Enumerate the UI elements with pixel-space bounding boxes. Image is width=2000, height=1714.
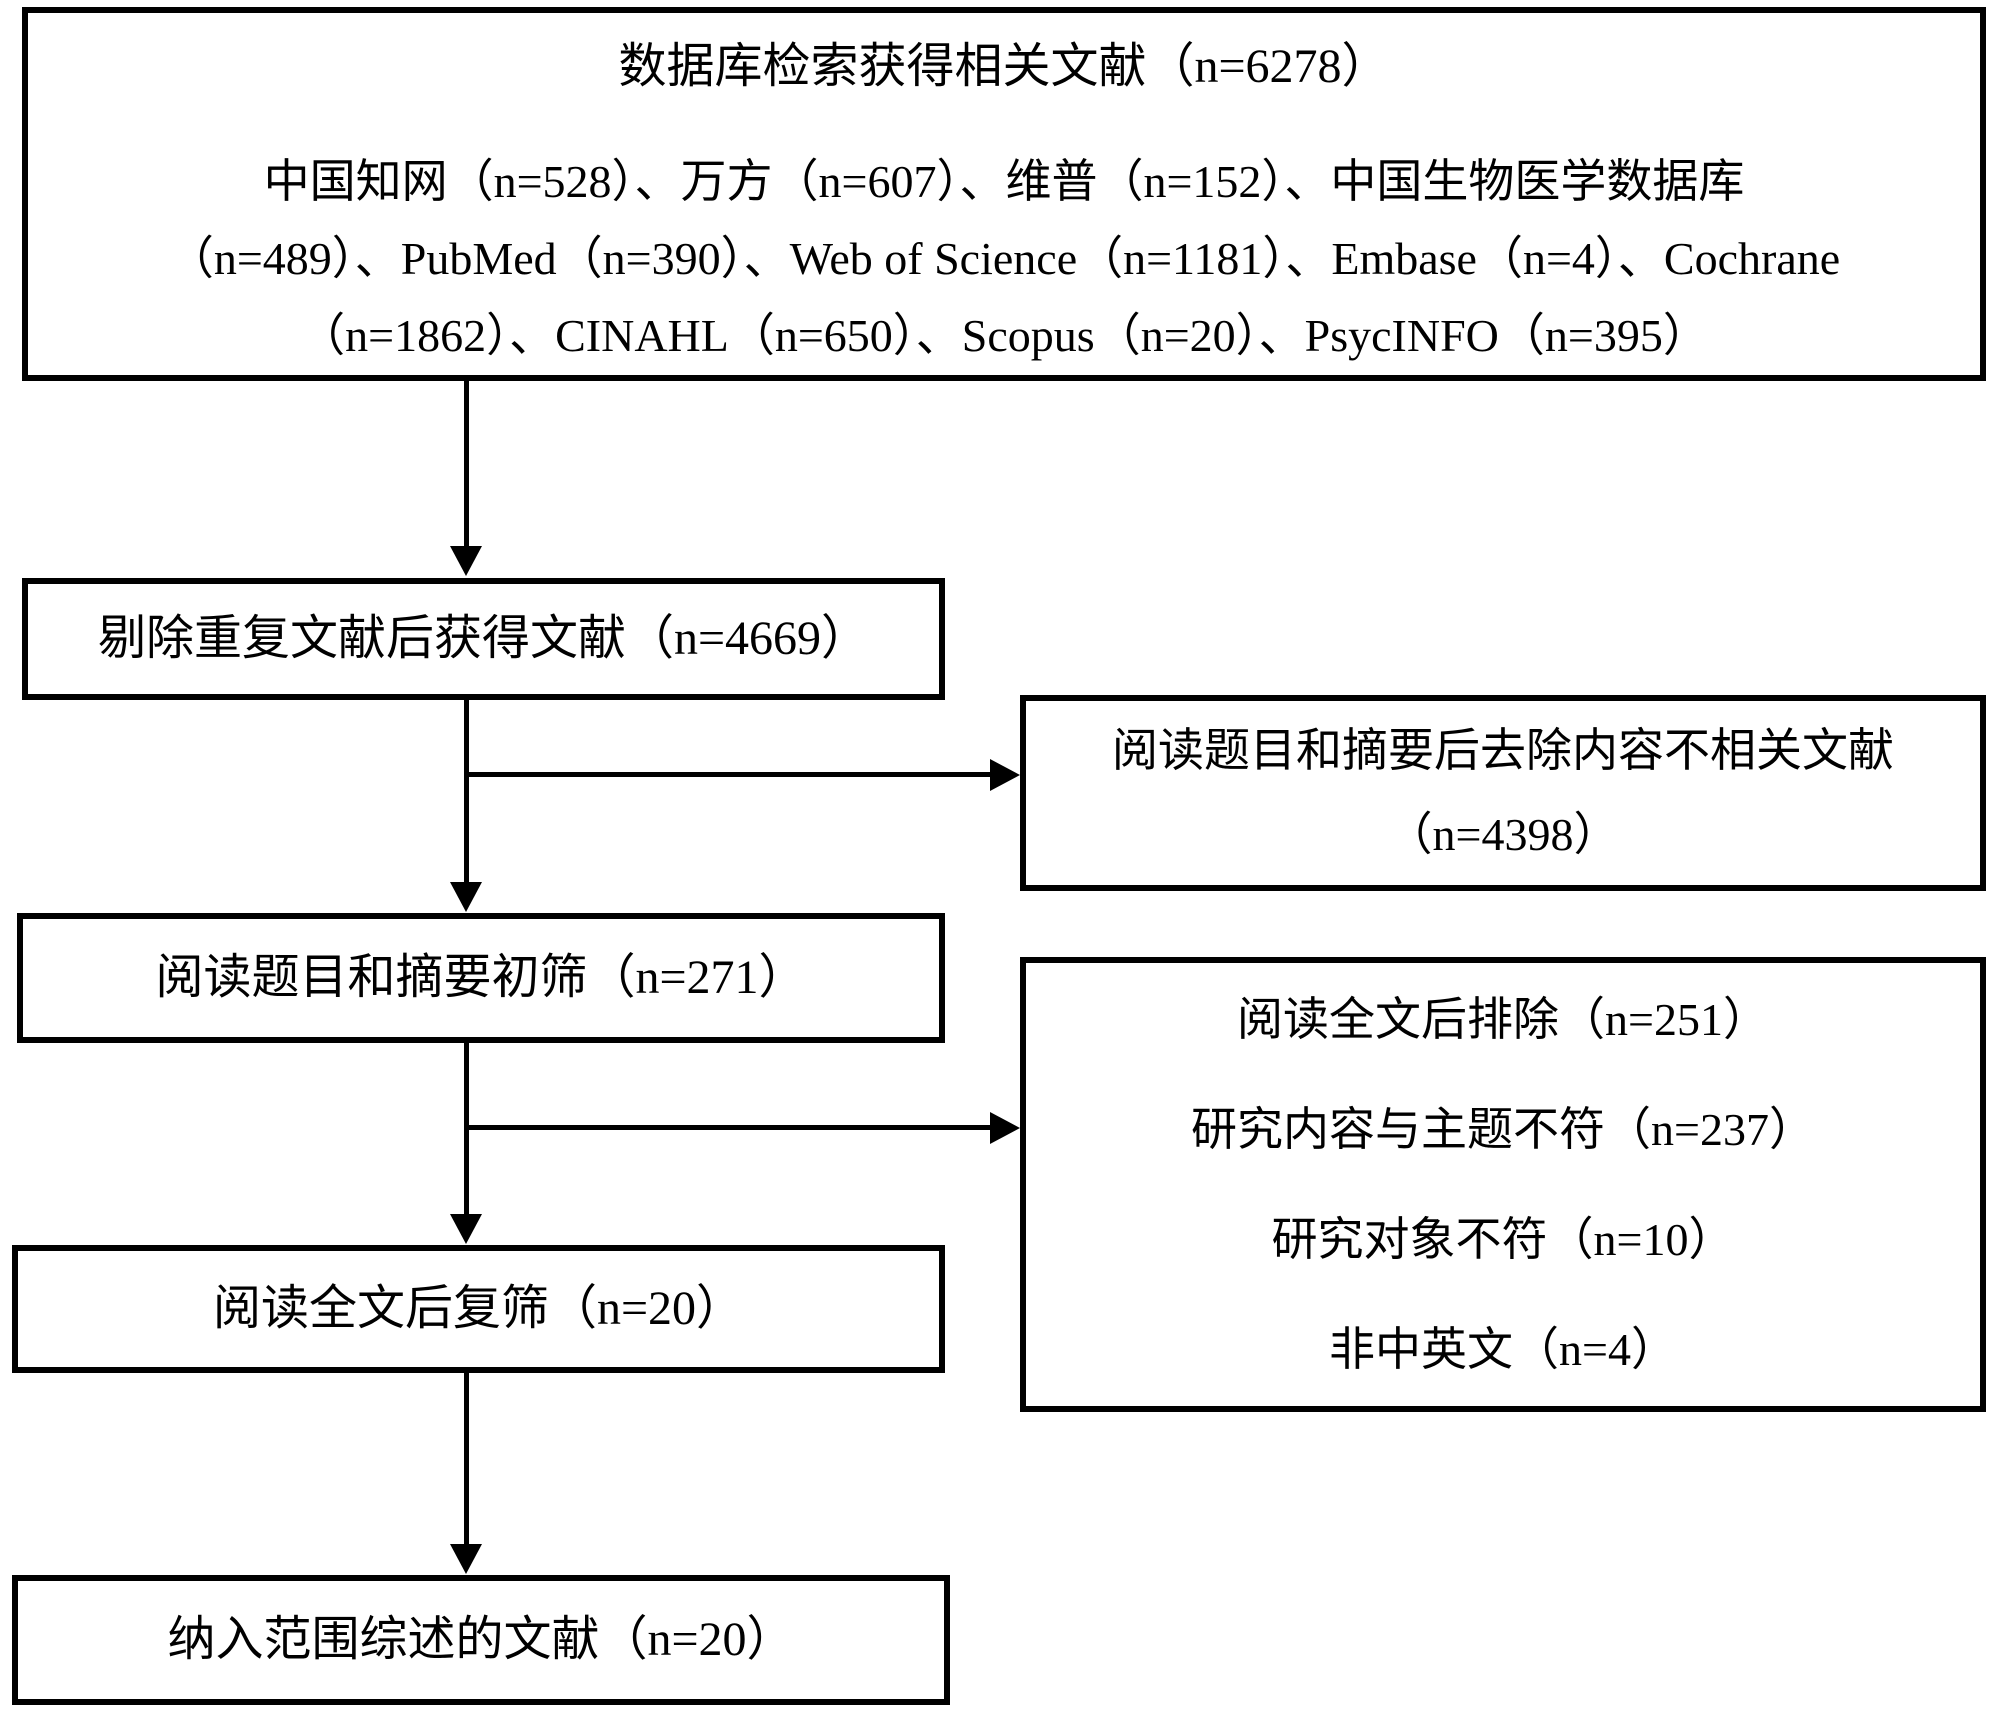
box-fulltext-screen-label: 阅读全文后复筛（n=20） — [212, 1282, 745, 1336]
excluded-fulltext-reason-topic: 研究内容与主题不符（n=237） — [1191, 1103, 1815, 1155]
box-excluded-title-abstract: 阅读题目和摘要后去除内容不相关文献 （n=4398） — [1020, 695, 1986, 891]
arrow-down-icon — [450, 1214, 482, 1244]
database-search-title: 数据库检索获得相关文献（n=6278） — [618, 40, 1390, 93]
database-search-sources: 中国知网（n=528）、万方（n=607）、维普（n=152）、中国生物医学数据… — [28, 143, 1980, 374]
excluded-fulltext-reason-language: 非中英文（n=4） — [1329, 1323, 1677, 1375]
connector-branch-excluded-fulltext — [464, 1125, 994, 1130]
box-title-abstract-screen: 阅读题目和摘要初筛（n=271） — [17, 913, 945, 1043]
arrow-right-icon — [990, 1112, 1020, 1144]
connector-dedup-to-screen — [464, 700, 469, 884]
connector-top-to-dedup — [464, 381, 469, 549]
box-database-search: 数据库检索获得相关文献（n=6278） 中国知网（n=528）、万方（n=607… — [22, 7, 1986, 381]
connector-fulltext-to-included — [464, 1373, 469, 1546]
box-fulltext-screen: 阅读全文后复筛（n=20） — [12, 1245, 945, 1373]
arrow-right-icon — [990, 759, 1020, 791]
box-included-label: 纳入范围综述的文献（n=20） — [167, 1613, 795, 1667]
arrow-down-icon — [450, 546, 482, 576]
box-excluded-fulltext: 阅读全文后排除（n=251） 研究内容与主题不符（n=237） 研究对象不符（n… — [1020, 957, 1986, 1412]
excluded-fulltext-reason-subject: 研究对象不符（n=10） — [1271, 1213, 1735, 1265]
box-included: 纳入范围综述的文献（n=20） — [12, 1575, 950, 1705]
source-line: （n=489）、PubMed（n=390）、Web of Science（n=1… — [167, 233, 1841, 284]
source-line: （n=1862）、CINAHL（n=650）、Scopus（n=20）、Psyc… — [299, 310, 1709, 361]
box-after-dedup-label: 剔除重复文献后获得文献（n=4669） — [97, 612, 870, 666]
connector-branch-excluded-title-abstract — [464, 772, 994, 777]
excluded-fulltext-total: 阅读全文后排除（n=251） — [1237, 993, 1769, 1045]
box-title-abstract-screen-label: 阅读题目和摘要初筛（n=271） — [155, 951, 807, 1005]
arrow-down-icon — [450, 1544, 482, 1574]
box-after-dedup: 剔除重复文献后获得文献（n=4669） — [22, 578, 945, 700]
source-line: 中国知网（n=528）、万方（n=607）、维普（n=152）、中国生物医学数据… — [263, 156, 1745, 207]
excluded-title-abstract-count: （n=4398） — [1386, 809, 1620, 860]
arrow-down-icon — [450, 882, 482, 912]
excluded-title-abstract-line: 阅读题目和摘要后去除内容不相关文献 — [1112, 725, 1894, 776]
